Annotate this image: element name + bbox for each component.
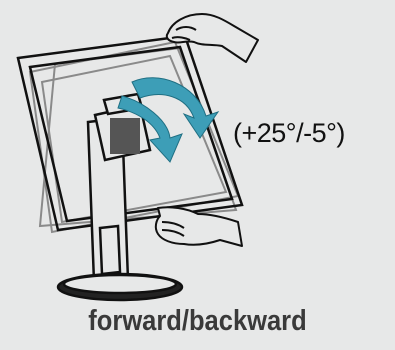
figure-caption: forward/backward: [24, 305, 372, 338]
tilt-angle-label: (+25°/-5°): [233, 118, 345, 149]
monitor-base: [58, 274, 182, 300]
hand-bottom-icon: [156, 207, 242, 246]
